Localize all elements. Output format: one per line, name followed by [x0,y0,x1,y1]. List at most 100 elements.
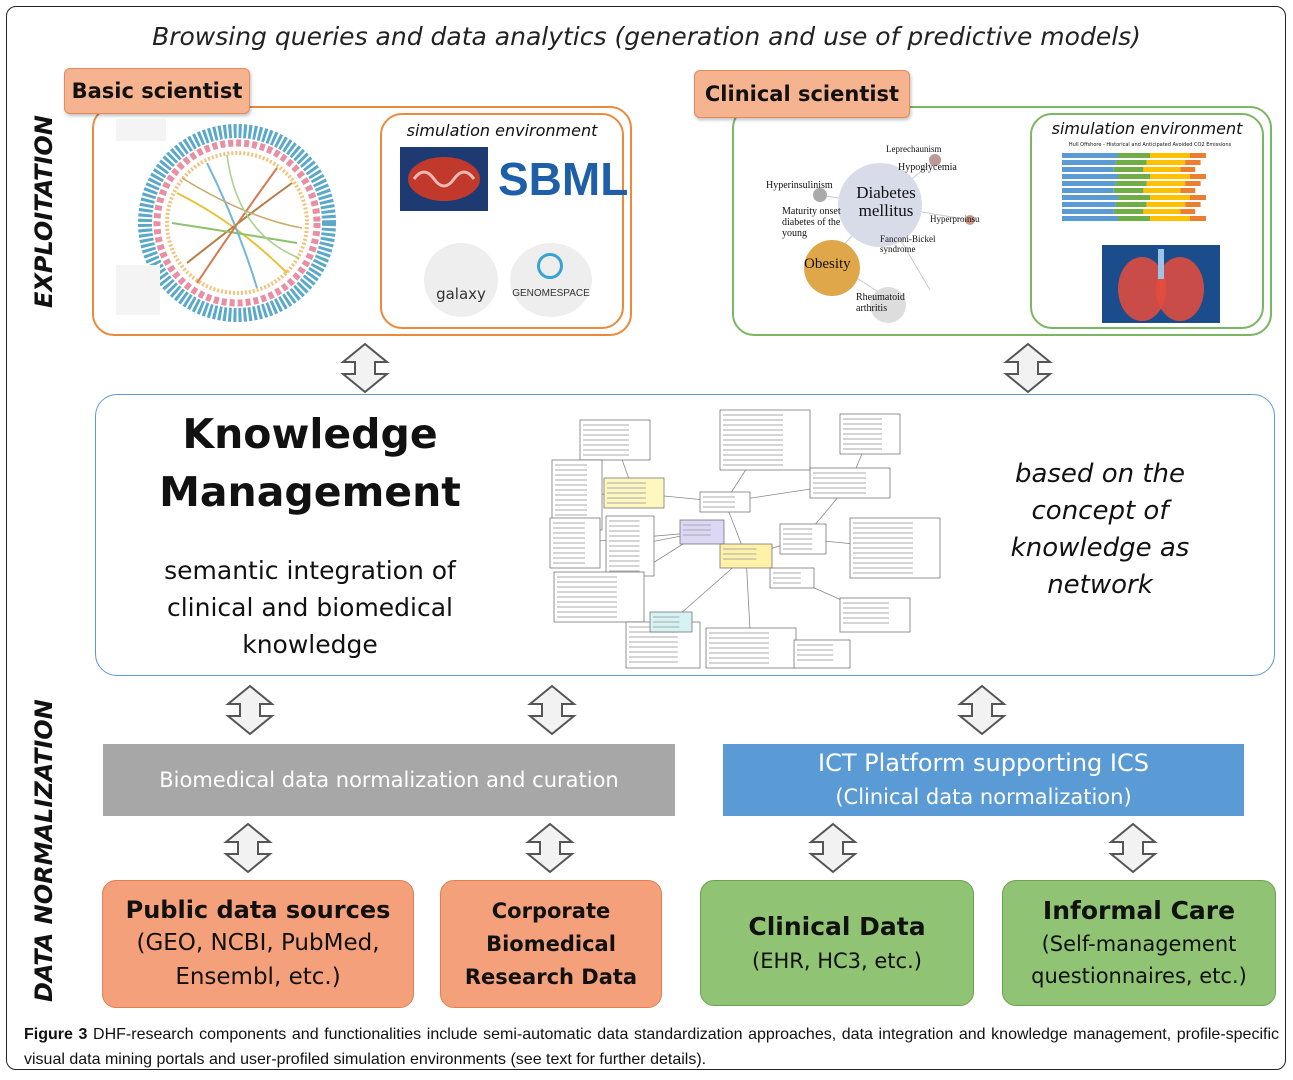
mini-bar-segment [1150,195,1190,200]
km-title-line2: Management [159,468,461,516]
knowledge-management-box [95,394,1275,676]
corporate-title: Corporate Biomedical Research Data [464,898,638,989]
basic-scientist-tab[interactable]: Basic scientist [64,68,250,114]
mini-bar-segment [1150,216,1190,221]
node-mody: Maturity onset diabetes of the young [782,206,841,239]
arrow-km-biomedical-1 [227,685,273,735]
genomespace-icon [537,253,563,279]
disease-network-image: Diabetes mellitus Obesity Hyperinsulinis… [760,120,1025,326]
mini-bar-segment [1118,216,1150,221]
mini-bar-segment [1113,209,1144,214]
arrow-km-ict [959,685,1005,735]
node-hypoglycemia: Hypoglycemia [898,162,957,173]
emissions-chart [1050,149,1250,225]
basic-sim-label: simulation environment [406,121,598,140]
mini-bar-segment [1062,209,1114,214]
basic-simulation-environment: simulation environment SBML galaxy GENOM… [380,113,629,329]
mini-bar-segment [1118,195,1150,200]
mini-bar-segment [1062,160,1116,165]
circos-plot-image [112,115,352,325]
mini-bar-segment [1143,209,1181,214]
mini-bar-segment [1150,174,1190,179]
mini-bar-segment [1146,202,1186,207]
mini-bar-segment [1185,181,1201,186]
clinical-sim-label: simulation environment [1051,119,1243,138]
ict-platform-bar: ICT Platform supporting ICS (Clinical da… [723,744,1244,816]
figure-frame [6,6,1286,1070]
clinical-scientist-tab[interactable]: Clinical scientist [694,70,910,118]
mini-bar-segment [1115,181,1147,186]
mitochondria-image [400,147,488,211]
mini-bar-segment [1180,209,1196,214]
km-subtitle: semantic integration of clinical and bio… [164,556,456,659]
mini-bar-segment [1150,153,1190,158]
public-data-sources-box: Public data sources (GEO, NCBI, PubMed, … [102,880,414,1008]
mini-bar-segment [1118,174,1150,179]
mini-bar-segment [1118,153,1150,158]
mini-bar-segment [1062,153,1118,158]
arrow-km-biomedical-2 [529,685,575,735]
km-title-line1: Knowledge [182,410,438,458]
mini-bar-segment [1062,174,1118,179]
arrow-ict-informal [1110,823,1156,873]
node-rheumatoid: Rheumatoid arthritis [856,292,905,314]
mini-bar-segment [1062,195,1118,200]
network-node [679,519,725,545]
mini-bar-segment [1180,167,1196,172]
network-node [839,597,911,633]
clinical-data-box: Clinical Data (EHR, HC3, etc.) [700,880,974,1006]
network-node [793,639,851,669]
clinical-detail: (EHR, HC3, etc.) [752,949,922,973]
informal-care-box: Informal Care (Self-management questionn… [1002,880,1276,1006]
arrow-ict-clinical [810,823,856,873]
mini-bar-segment [1146,181,1186,186]
caption-text: DHF-research components and functionalit… [24,1026,1280,1068]
mini-bar-segment [1190,153,1206,158]
informal-detail: (Self-management questionnaires, etc.) [1031,932,1247,988]
lungs-image [1102,245,1220,323]
arrow-biomedical-corporate [527,823,573,873]
galaxy-logo-text: galaxy [436,285,486,303]
mini-bar-segment [1062,181,1116,186]
ict-subtitle: (Clinical data normalization) [835,785,1132,809]
caption-label: Figure 3 [24,1026,88,1043]
biomedical-normalization-bar: Biomedical data normalization and curati… [103,744,675,816]
mini-bar-segment [1062,188,1114,193]
mini-bar-segment [1062,167,1114,172]
mini-bar-segment [1062,216,1118,221]
node-leprechaunism: Leprechaunism [886,144,942,154]
node-hyperinsulinism: Hyperinsulinism [766,180,833,191]
sbml-logo: SBML [498,153,629,205]
km-network-concept: based on the concept of knowledge as net… [1010,459,1190,600]
mini-bar-segment [1115,160,1147,165]
clinical-title: Clinical Data [748,912,926,941]
mini-bar-segment [1115,202,1147,207]
mini-bar-segment [1190,216,1206,221]
clinical-simulation-environment: simulation environment Hull Offshore - H… [1030,113,1264,329]
public-title: Public data sources [125,896,391,924]
arrow-basic-km [342,343,388,393]
node-fanconi: Fanconi-Bickel syndrome [880,234,936,254]
mini-bar-segment [1143,167,1181,172]
node-obesity: Obesity [804,256,851,272]
arrow-clinical-km [1005,343,1051,393]
figure-caption: Figure 3 DHF-research components and fun… [24,1022,1279,1072]
mini-bar-segment [1062,202,1116,207]
network-node [719,543,773,569]
node-hyperproinsulinemia: Hyperproinsulinemia [930,214,980,224]
mini-bar-segment [1190,174,1206,179]
mini-bar-segment [1185,160,1201,165]
mini-bar-segment [1146,160,1186,165]
knowledge-network-graph [540,408,950,670]
node-diabetes: Diabetes mellitus [856,183,916,220]
mini-bar-segment [1190,195,1206,200]
genomespace-logo: GENOMESPACE [510,243,592,317]
diagram-title: Browsing queries and data analytics (gen… [152,22,1141,51]
emissions-chart-title: Hull Offshore - Historical and Anticipat… [1068,142,1232,148]
genomespace-logo-text: GENOMESPACE [512,288,590,299]
public-detail: (GEO, NCBI, PubMed, Ensembl, etc.) [136,930,380,990]
mini-bar-segment [1185,202,1201,207]
knowledge-management-title: Knowledge Management [120,405,500,521]
corporate-data-box: Corporate Biomedical Research Data [440,880,662,1008]
mini-bar-segment [1113,167,1144,172]
